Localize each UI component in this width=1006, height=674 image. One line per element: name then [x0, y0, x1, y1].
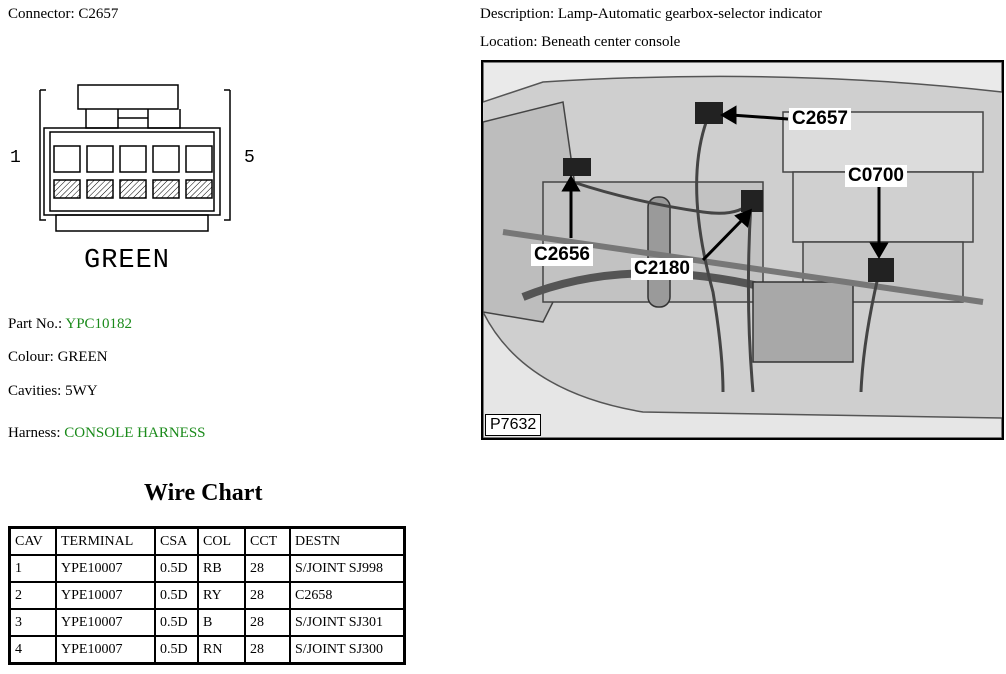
table-row: 3 YPE10007 0.5D B 28 S/JOINT SJ301 [8, 608, 406, 637]
cell-col: RN [197, 635, 246, 665]
cell-cct: 28 [244, 635, 291, 665]
connector-label: Connector: [8, 6, 75, 22]
connector-line: Connector: C2657 [8, 6, 118, 23]
cell-csa: 0.5D [154, 581, 199, 610]
callout-c2656: C2656 [531, 244, 593, 266]
connector-value: C2657 [78, 6, 119, 22]
pin-number-first: 1 [10, 148, 21, 168]
pin-number-last: 5 [244, 148, 255, 168]
connector-face-diagram [39, 84, 231, 232]
harness-label: Harness: [8, 425, 61, 441]
wire-chart-table: CAV TERMINAL CSA COL CCT DESTN 1 YPE1000… [8, 526, 406, 665]
cell-terminal: YPE10007 [55, 635, 156, 665]
header-destn: DESTN [289, 526, 406, 556]
cell-csa: 0.5D [154, 608, 199, 637]
table-row: 2 YPE10007 0.5D RY 28 C2658 [8, 581, 406, 610]
cell-csa: 0.5D [154, 554, 199, 583]
cell-cav: 3 [8, 608, 57, 637]
callout-c2180: C2180 [631, 258, 693, 280]
cell-destn: C2658 [289, 581, 406, 610]
description-line: Description: Lamp-Automatic gearbox-sele… [480, 6, 822, 23]
colour-line: Colour: GREEN [8, 349, 108, 366]
cell-cav: 4 [8, 635, 57, 665]
header-col: COL [197, 526, 246, 556]
part-no-value: YPC10182 [65, 316, 133, 332]
header-cct: CCT [244, 526, 291, 556]
description-label: Description: [480, 6, 555, 22]
wire-chart-title: Wire Chart [144, 480, 263, 506]
cell-col: RY [197, 581, 246, 610]
cavities-value: 5WY [65, 383, 98, 399]
location-value: Beneath center console [541, 34, 681, 50]
part-no-line: Part No.: YPC10182 [8, 316, 132, 333]
cell-cct: 28 [244, 581, 291, 610]
header-cav: CAV [8, 526, 57, 556]
location-photo: C2657 C0700 C2656 C2180 P7632 [481, 60, 1004, 440]
header-terminal: TERMINAL [55, 526, 156, 556]
cell-destn: S/JOINT SJ301 [289, 608, 406, 637]
harness-line: Harness: CONSOLE HARNESS [8, 425, 206, 442]
cell-destn: S/JOINT SJ998 [289, 554, 406, 583]
cavities-line: Cavities: 5WY [8, 383, 98, 400]
cell-cct: 28 [244, 554, 291, 583]
colour-value: GREEN [57, 349, 108, 365]
callout-c2657: C2657 [789, 108, 851, 130]
cell-terminal: YPE10007 [55, 554, 156, 583]
photo-id-label: P7632 [485, 414, 542, 436]
location-line: Location: Beneath center console [480, 34, 680, 51]
header-csa: CSA [154, 526, 199, 556]
cell-col: RB [197, 554, 246, 583]
cell-destn: S/JOINT SJ300 [289, 635, 406, 665]
colour-label: Colour: [8, 349, 54, 365]
description-value: Lamp-Automatic gearbox-selector indicato… [557, 6, 822, 22]
location-label: Location: [480, 34, 538, 50]
cavities-label: Cavities: [8, 383, 62, 399]
cell-cct: 28 [244, 608, 291, 637]
cell-terminal: YPE10007 [55, 608, 156, 637]
cell-col: B [197, 608, 246, 637]
cell-terminal: YPE10007 [55, 581, 156, 610]
cell-cav: 2 [8, 581, 57, 610]
table-row: 1 YPE10007 0.5D RB 28 S/JOINT SJ998 [8, 554, 406, 583]
connector-colour-caption: GREEN [84, 246, 171, 276]
wire-chart-header-row: CAV TERMINAL CSA COL CCT DESTN [8, 526, 406, 556]
cell-csa: 0.5D [154, 635, 199, 665]
table-row: 4 YPE10007 0.5D RN 28 S/JOINT SJ300 [8, 635, 406, 665]
harness-value: CONSOLE HARNESS [64, 425, 206, 441]
part-no-label: Part No.: [8, 316, 63, 332]
cell-cav: 1 [8, 554, 57, 583]
callout-c0700: C0700 [845, 165, 907, 187]
